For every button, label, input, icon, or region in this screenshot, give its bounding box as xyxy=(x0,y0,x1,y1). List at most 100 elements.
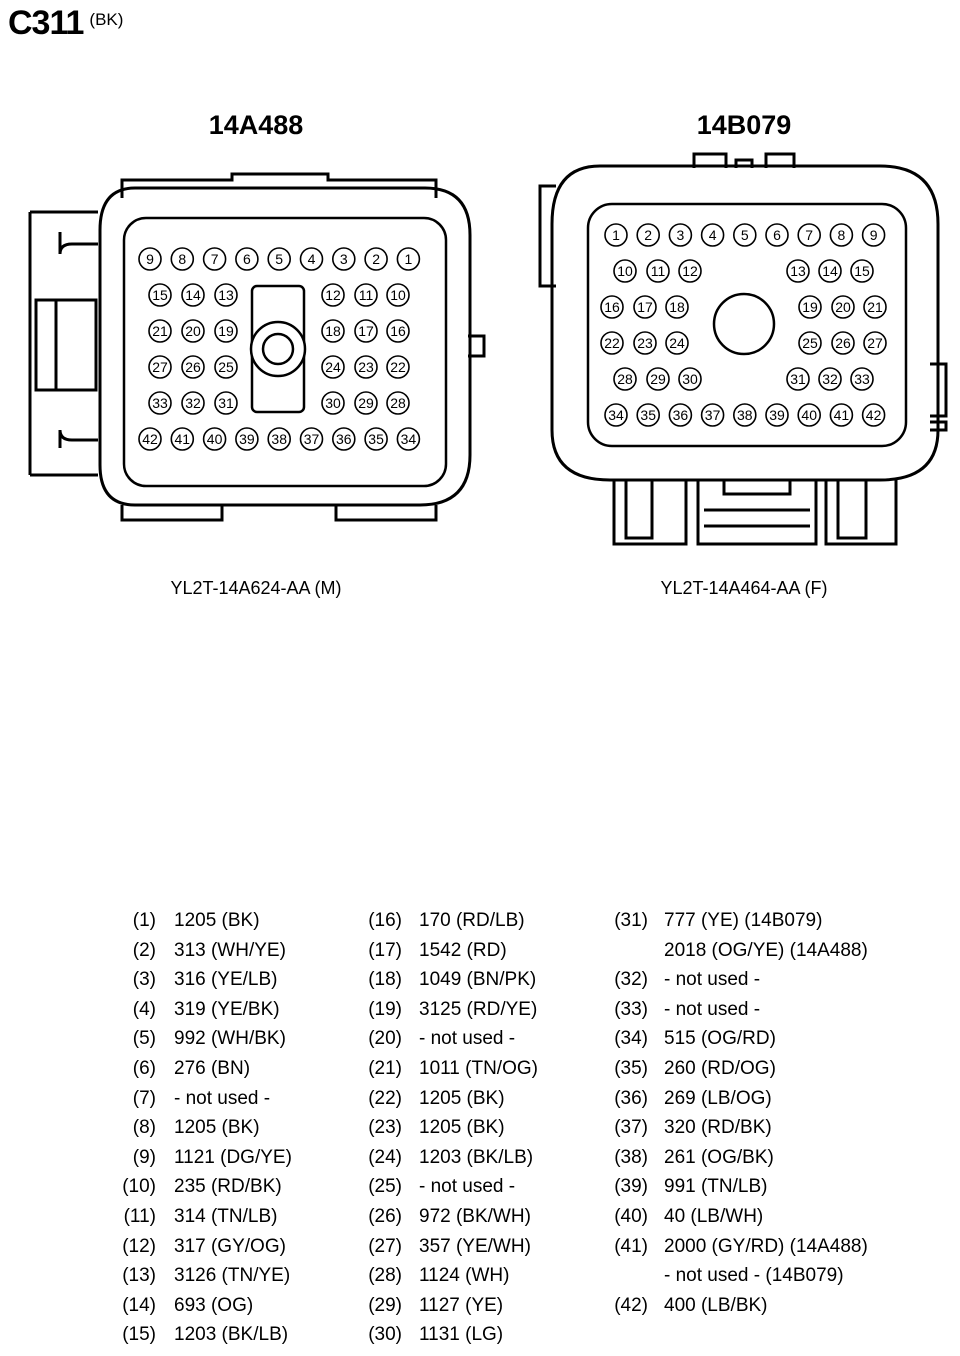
pin-number: (26) xyxy=(368,1205,402,1227)
pin-row: (35) 260 (RD/OG) xyxy=(0,1054,960,1084)
pin-number: (33) xyxy=(614,998,648,1020)
pin-number: (24) xyxy=(368,1146,402,1168)
pin-label: 8 xyxy=(838,227,846,243)
pin-circle xyxy=(181,319,205,343)
pin-circuit: 357 (YE/WH) xyxy=(419,1235,531,1257)
pin-circle xyxy=(364,427,388,451)
pin-label: 16 xyxy=(604,299,620,315)
pin-label: 17 xyxy=(358,323,374,339)
pin-circuit: 317 (GY/OG) xyxy=(174,1235,286,1257)
pin-label: 6 xyxy=(773,227,781,243)
pin-label: 15 xyxy=(152,287,168,303)
pin-number: (18) xyxy=(368,969,402,991)
pin-circle xyxy=(299,427,324,451)
pin-row: (28)1124 (WH) xyxy=(0,1261,960,1291)
pin-circle xyxy=(732,223,757,247)
pin-label: 1 xyxy=(405,251,413,267)
pin-number: (39) xyxy=(614,1176,648,1198)
pin-circuit: - not used - (14B079) xyxy=(664,1265,844,1287)
pin-label: 2 xyxy=(644,227,652,243)
pin-number: (34) xyxy=(614,1028,648,1050)
pin-row: (38)261 (OG/BK) xyxy=(0,1143,960,1173)
pin-circle xyxy=(214,391,238,415)
pin-circle xyxy=(354,391,378,415)
pin-circuit: 261 (OG/BK) xyxy=(664,1146,774,1168)
pin-number: (5) xyxy=(132,1028,156,1050)
pin-row: (6)276 (BN) xyxy=(0,1054,960,1084)
pin-circuit: 276 (BN) xyxy=(174,1057,251,1079)
pin-circle xyxy=(633,331,657,355)
pin-label: 32 xyxy=(185,395,201,411)
pin-number: (4) xyxy=(132,998,156,1020)
pin-circle xyxy=(386,319,410,343)
pin-label: 34 xyxy=(401,431,417,447)
pin-circle xyxy=(613,259,637,283)
pin-label: 35 xyxy=(640,407,656,423)
pin-circuit: 1127 (YE) xyxy=(419,1294,504,1316)
pin-circuit: 1049 (BN/PK) xyxy=(419,969,537,991)
female-connector-title: 14B079 xyxy=(696,110,792,140)
pin-circuit: 515 (OG/RD) xyxy=(664,1028,776,1050)
pin-number: (42) xyxy=(614,1294,648,1316)
pin-circuit: 313 (WH/YE) xyxy=(174,939,286,961)
pin-number: (15) xyxy=(122,1324,156,1346)
pin-circuit: 314 (TN/LB) xyxy=(174,1205,278,1227)
pin-row: 2018 (OG/YE) (14A488) xyxy=(0,936,960,966)
pin-circle xyxy=(600,331,624,355)
pin-circle xyxy=(850,367,874,391)
pin-circuit: 269 (LB/OG) xyxy=(664,1087,772,1109)
pin-label: 10 xyxy=(390,287,406,303)
pin-label: 28 xyxy=(390,395,406,411)
pin-circuit: 1205 (BK) xyxy=(174,1117,260,1139)
pin-number: (10) xyxy=(122,1176,156,1198)
pin-label: 20 xyxy=(835,299,851,315)
pin-circle xyxy=(170,427,195,451)
pin-label: 41 xyxy=(834,407,850,423)
pin-row: (14)693 (OG) xyxy=(0,1291,960,1321)
pin-number: (22) xyxy=(368,1087,402,1109)
pin-number: (29) xyxy=(368,1294,402,1316)
pin-circle xyxy=(235,247,259,271)
pin-circuit: 1205 (BK) xyxy=(174,910,260,931)
pin-row: (3)316 (YE/LB) xyxy=(0,965,960,995)
pin-circle xyxy=(331,247,356,271)
pin-number: (35) xyxy=(614,1057,648,1079)
pin-number: (13) xyxy=(122,1265,156,1287)
pin-circle xyxy=(831,331,855,355)
pin-number: (17) xyxy=(368,939,402,961)
pin-circuit: 400 (LB/BK) xyxy=(664,1294,768,1316)
pin-number: (7) xyxy=(132,1087,156,1109)
pin-label: 23 xyxy=(358,359,374,375)
pin-number: (36) xyxy=(614,1087,648,1109)
pin-label: 10 xyxy=(617,263,633,279)
pin-number: (40) xyxy=(614,1205,648,1227)
pin-number: (8) xyxy=(132,1117,156,1139)
pin-row: (16)170 (RD/LB) xyxy=(0,906,960,936)
pin-label: 11 xyxy=(651,263,666,279)
male-part-number: YL2T-14A624-AA (M) xyxy=(170,578,342,598)
pin-circle xyxy=(861,403,886,427)
pin-circuit: 260 (RD/OG) xyxy=(664,1057,776,1079)
pin-row: (5)992 (WH/BK) xyxy=(0,1024,960,1054)
pin-circuit: - not used - xyxy=(664,998,761,1020)
pin-number: (1) xyxy=(132,910,156,931)
pin-number: (32) xyxy=(614,969,648,991)
pin-label: 8 xyxy=(178,251,186,267)
pin-circle xyxy=(668,403,693,427)
pin-circuit: 972 (BK/WH) xyxy=(419,1205,531,1227)
pin-label: 24 xyxy=(325,359,341,375)
pin-label: 30 xyxy=(325,395,341,411)
pin-circuit: 235 (RD/BK) xyxy=(174,1176,282,1198)
pin-label: 14 xyxy=(185,287,201,303)
pin-circle xyxy=(829,223,854,247)
pin-label: 16 xyxy=(390,323,406,339)
pin-label: 11 xyxy=(359,287,374,303)
pin-circuit: 1011 (TN/OG) xyxy=(419,1057,538,1079)
pin-circle xyxy=(148,355,172,379)
pin-label: 1 xyxy=(612,227,620,243)
pin-circle xyxy=(604,403,628,427)
pin-label: 23 xyxy=(637,335,653,351)
pin-row: (40)40 (LB/WH) xyxy=(0,1202,960,1232)
pin-circle xyxy=(678,367,702,391)
pin-label: 33 xyxy=(152,395,168,411)
